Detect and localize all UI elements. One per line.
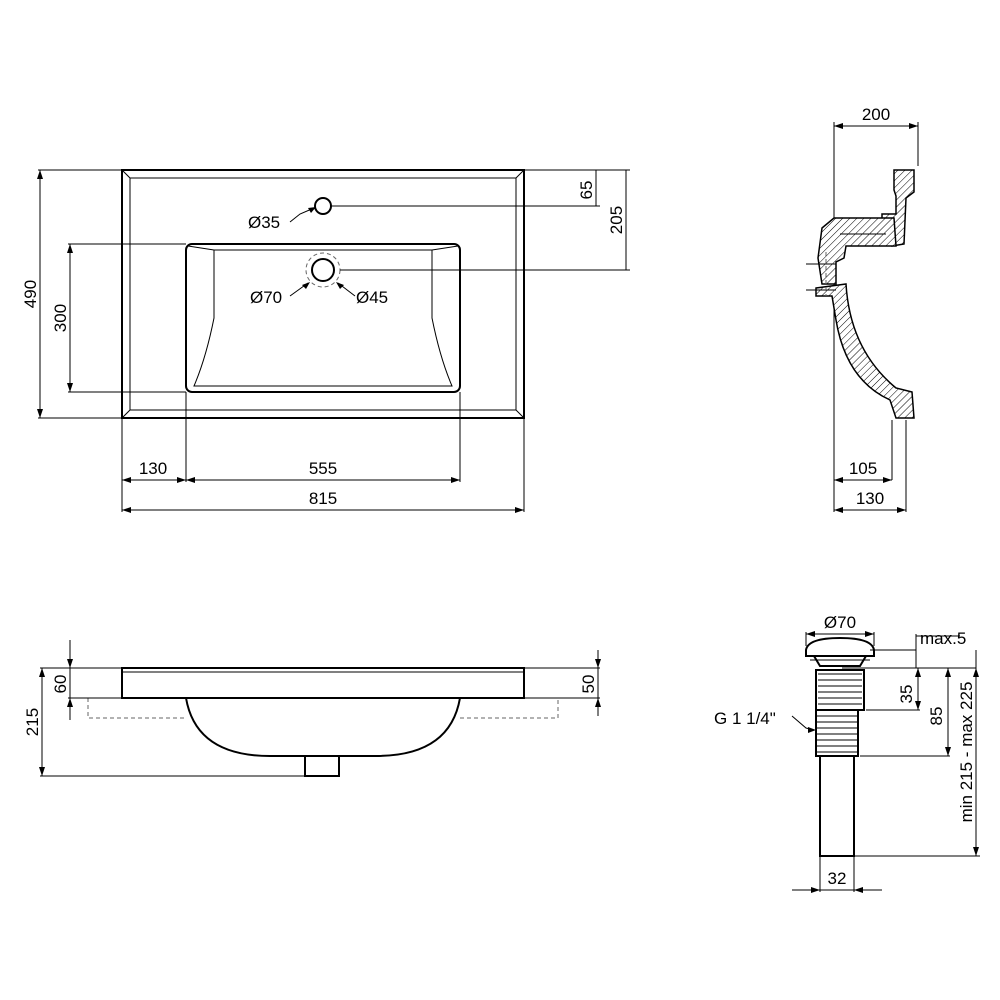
drain-range-dim: min 215 - max 225 bbox=[957, 682, 976, 823]
top-view: Ø35 Ø70 Ø45 65 205 490 300 130 555 bbox=[21, 169, 630, 513]
dim-50: 50 bbox=[579, 675, 598, 694]
drain-body-ribs bbox=[818, 673, 862, 705]
front-rim bbox=[121, 667, 525, 699]
front-bowl bbox=[185, 697, 461, 757]
dim-60: 60 bbox=[51, 675, 70, 694]
drain-35-dim: 35 bbox=[897, 685, 916, 704]
dim-815: 815 bbox=[309, 489, 337, 508]
drain-inner-label: Ø45 bbox=[356, 288, 388, 307]
dim-65: 65 bbox=[577, 181, 596, 200]
drain-pipe bbox=[819, 755, 855, 857]
drain-thread-lines bbox=[816, 715, 858, 753]
drain-inner bbox=[311, 258, 335, 282]
drain-pipe-dim: 32 bbox=[828, 869, 847, 888]
drain-max-dim: max.5 bbox=[920, 629, 966, 648]
dim-130-right: 130 bbox=[856, 489, 884, 508]
dim-215: 215 bbox=[23, 708, 42, 736]
bowl-floor bbox=[193, 249, 453, 387]
bowl-outline bbox=[185, 243, 461, 393]
dim-555: 555 bbox=[309, 459, 337, 478]
dim-105: 105 bbox=[849, 459, 877, 478]
drain-flange bbox=[812, 655, 868, 667]
section-bowl bbox=[815, 283, 915, 419]
front-view: 60 215 50 bbox=[23, 640, 601, 777]
drain-thread bbox=[815, 709, 859, 757]
tap-hole bbox=[314, 197, 332, 215]
basin-rim-inner bbox=[129, 177, 517, 411]
tap-hole-label: Ø35 bbox=[248, 213, 280, 232]
drain-outer-label: Ø70 bbox=[250, 288, 282, 307]
dim-130-left: 130 bbox=[139, 459, 167, 478]
drain-cap-dim: Ø70 bbox=[824, 613, 856, 632]
drain-85-dim: 85 bbox=[927, 707, 946, 726]
basin-outline bbox=[121, 169, 525, 419]
front-drain bbox=[304, 755, 340, 777]
drain-cap bbox=[805, 636, 875, 657]
dim-300: 300 bbox=[51, 304, 70, 332]
section-overflow bbox=[817, 217, 897, 285]
drain-thread-label: G 1 1/4" bbox=[714, 709, 776, 728]
drain-fitting: Ø70 max.5 35 85 bbox=[714, 613, 980, 893]
side-section: 200 105 130 bbox=[806, 105, 919, 513]
dim-205: 205 bbox=[607, 206, 626, 234]
dim-200: 200 bbox=[862, 105, 890, 124]
dim-490: 490 bbox=[21, 280, 40, 308]
